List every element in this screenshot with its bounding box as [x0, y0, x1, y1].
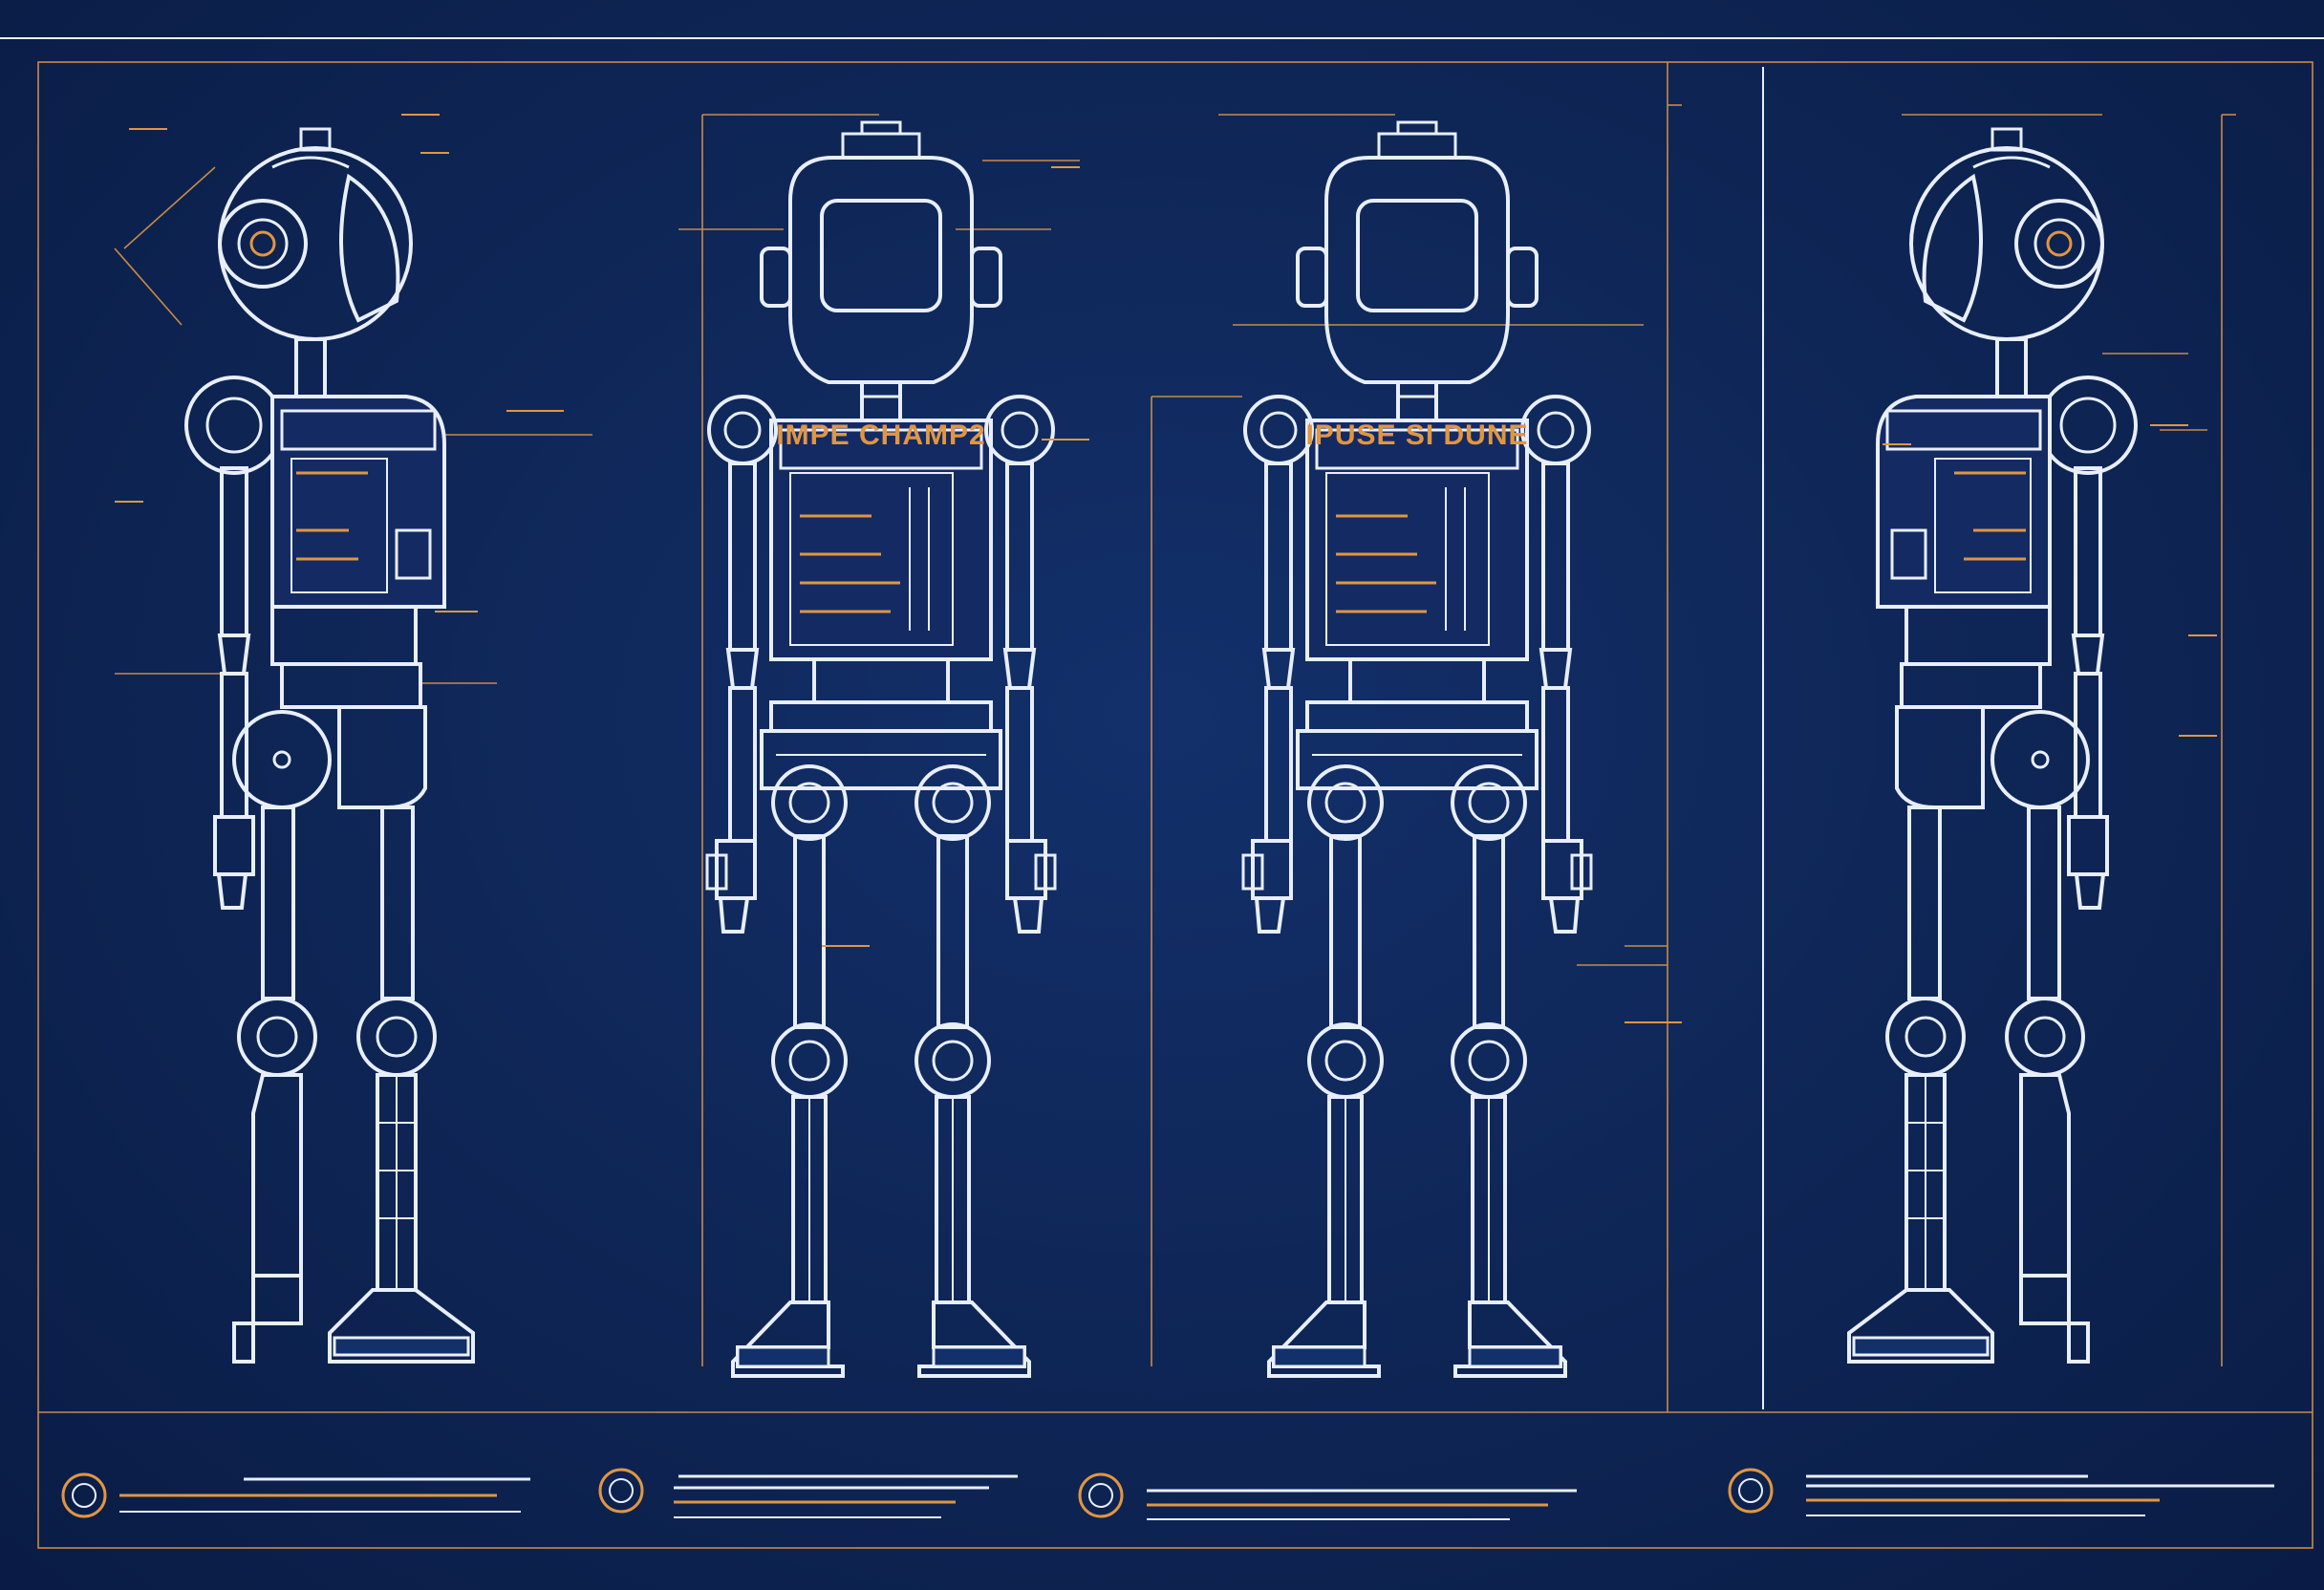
dimension-lines: [114, 104, 2236, 1366]
robot-back-view: [1241, 120, 1593, 1378]
robot-side-view-left: [184, 127, 475, 1364]
robot-side-view-right: [1847, 127, 2138, 1364]
annotation-marks: [115, 114, 2217, 1023]
back-chest-label: IPUSE SI DUNE: [1305, 419, 1528, 451]
circle-emblem-icon: [61, 1472, 107, 1518]
title-block: [61, 1468, 2274, 1520]
robot-front-view: [705, 120, 1057, 1378]
drawing-border: [37, 61, 2313, 1549]
circle-emblem-icon: [598, 1468, 644, 1514]
circle-emblem-icon: [1728, 1468, 1774, 1514]
circle-emblem-icon: [1078, 1472, 1124, 1518]
front-chest-label: IMPE CHAMP2: [776, 419, 985, 451]
